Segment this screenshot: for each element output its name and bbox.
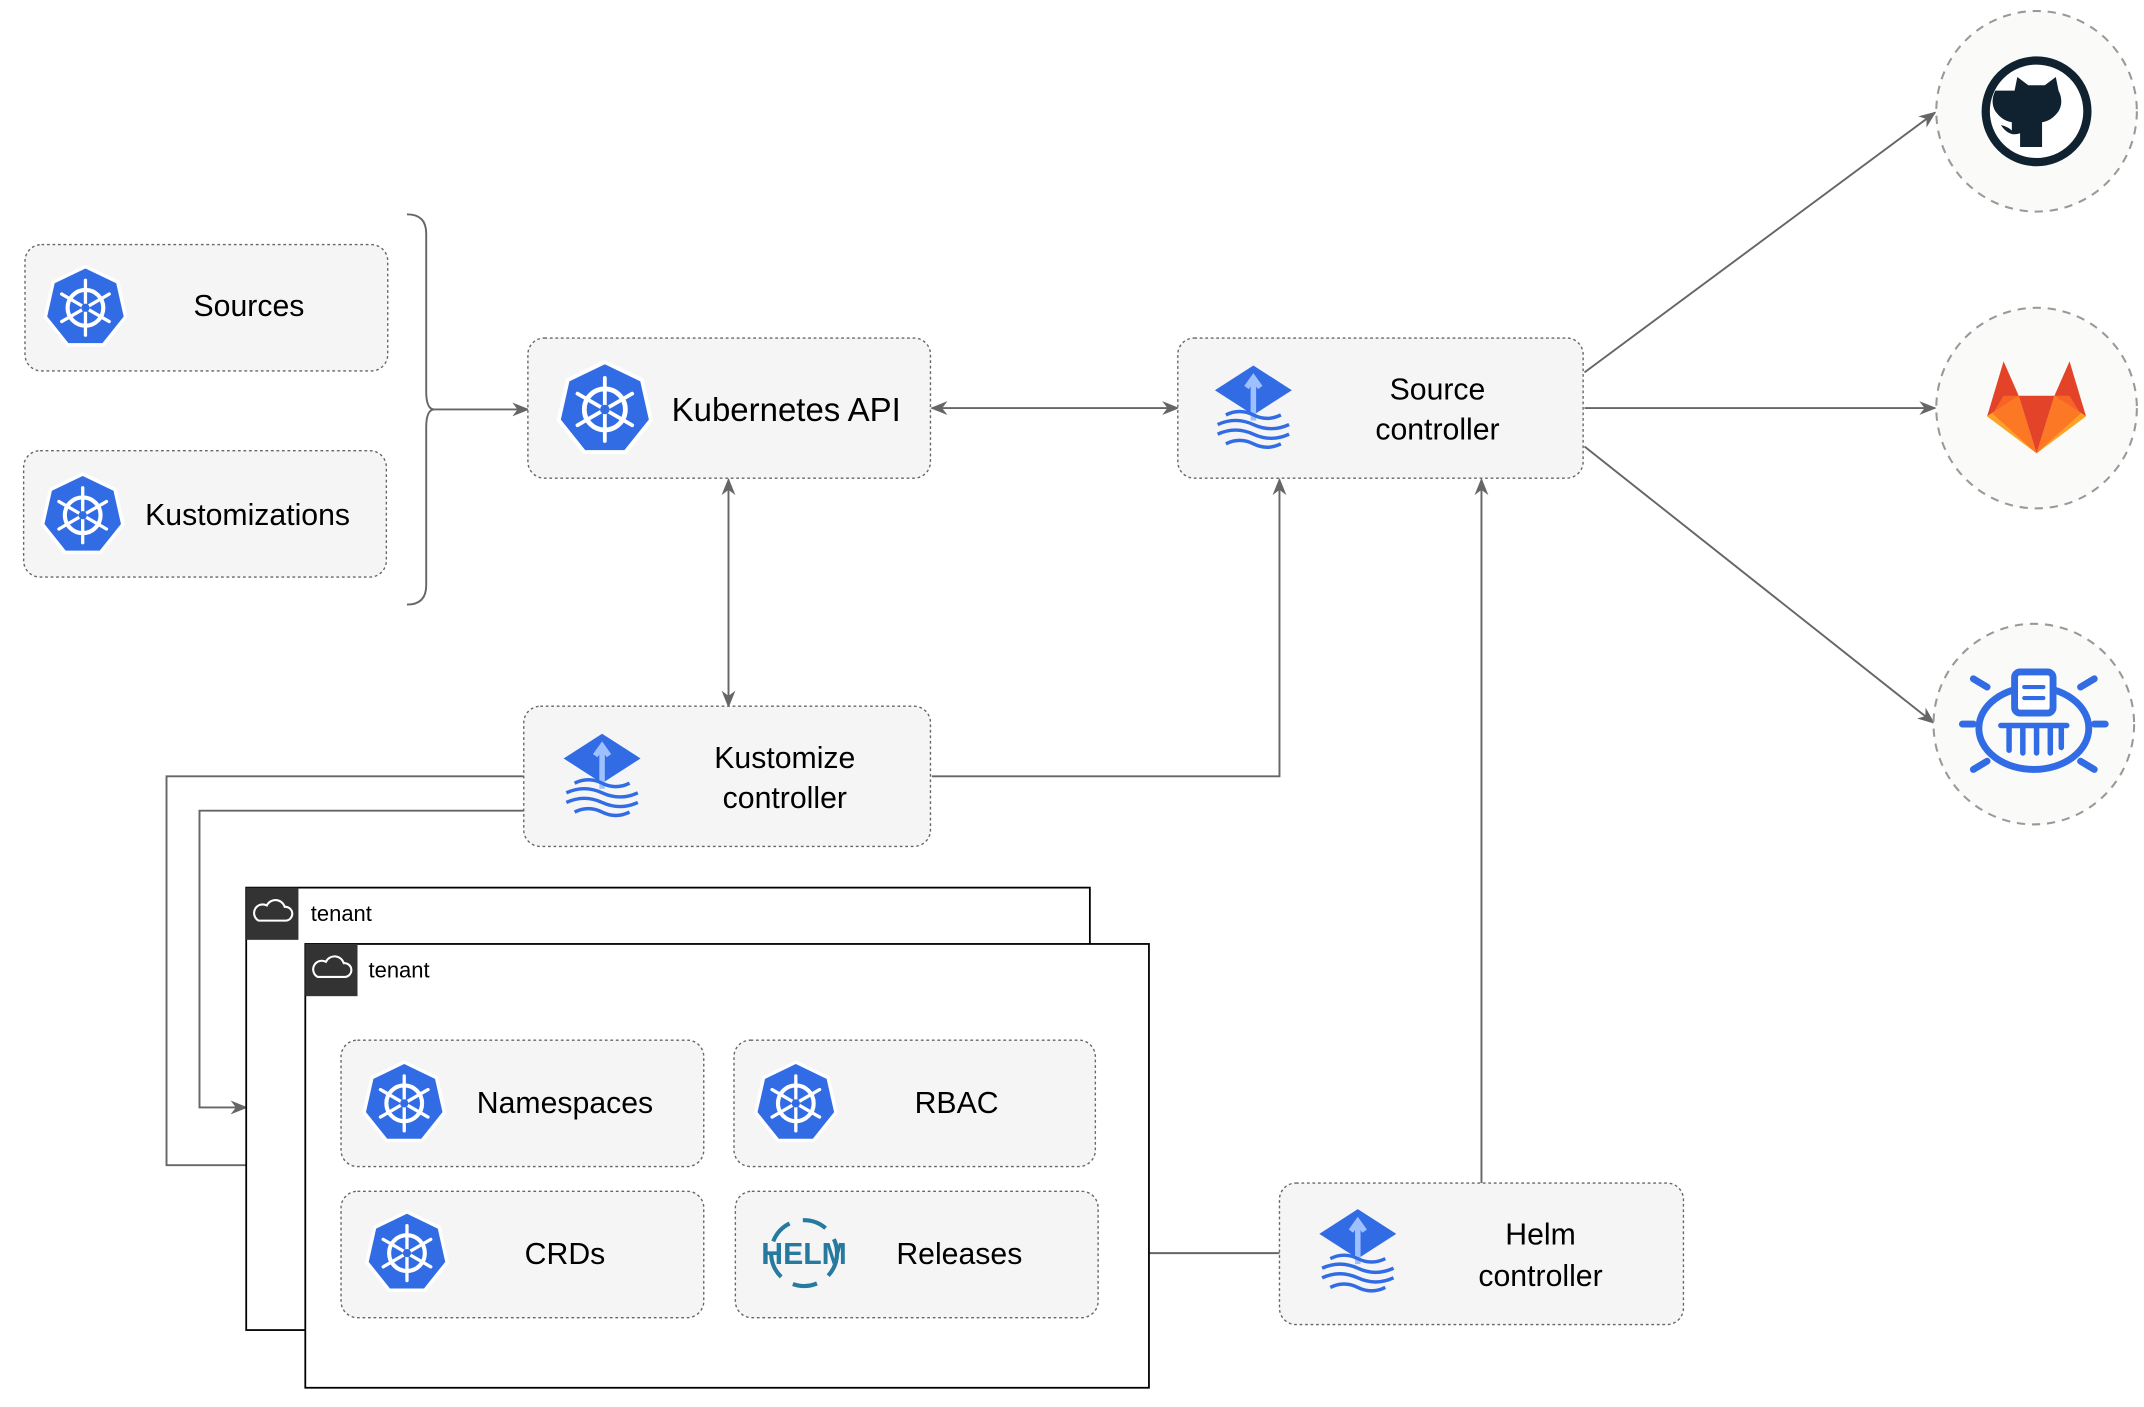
bracket [406,213,435,606]
helm-controller-label-2: controller [1478,1260,1602,1293]
kustomize-controller-label-2: controller [723,782,847,815]
sources-label: Sources [194,290,305,323]
helm-icon: HELM [761,1218,847,1289]
kustomize-controller-node[interactable]: Kustomize controller [523,705,932,848]
namespaces-label: Namespaces [477,1087,653,1120]
svg-text:HELM: HELM [761,1238,847,1271]
releases-label: Releases [896,1238,1022,1271]
releases-node[interactable]: HELM Releases [734,1190,1099,1319]
github-provider[interactable] [1935,9,2138,213]
edge-source-github [1583,111,1937,374]
rbac-node[interactable]: RBAC [733,1039,1097,1168]
cloud-icon [304,942,359,998]
kubernetes-icon [43,474,123,552]
source-controller-label-1: Source [1390,374,1486,407]
edge-kustomize-tenant-front [165,775,524,1173]
kubernetes-icon [45,267,125,345]
namespaces-node[interactable]: Namespaces [340,1039,705,1168]
kustomizations-label: Kustomizations [145,499,350,532]
rbac-label: RBAC [915,1087,999,1120]
helm-controller-label-1: Helm [1505,1219,1576,1252]
crds-node[interactable]: CRDs [340,1190,705,1319]
edge-kustomize-tenant-back [198,809,524,1115]
helm-controller-node[interactable]: Helm controller [1278,1182,1685,1326]
sources-node[interactable]: Sources [24,243,389,372]
github-icon [1981,56,2092,167]
kubernetes-icon [756,1062,836,1140]
edge-kustomize-source [931,477,1287,778]
kubernetes-api-label: Kubernetes API [672,391,901,428]
kubernetes-icon [559,362,651,452]
cloud-icon [245,886,300,941]
gitlab-icon [1987,361,2087,454]
tenant-label: tenant [311,901,372,926]
kubernetes-icon [367,1212,447,1290]
source-controller-label-2: controller [1375,414,1499,447]
bucket-provider[interactable] [1932,622,2136,826]
kustomize-controller-label-1: Kustomize [714,742,855,775]
edge-source-bucket [1583,445,1935,724]
source-controller-node[interactable]: Source controller [1177,337,1584,479]
kubernetes-api-node[interactable]: Kubernetes API [527,337,932,479]
kubernetes-icon [364,1062,444,1140]
bucket-icon [1958,668,2109,773]
crds-label: CRDs [525,1238,606,1271]
kustomizations-node[interactable]: Kustomizations [22,449,388,578]
tenant-label: tenant [369,958,430,983]
gitlab-provider[interactable] [1935,306,2138,510]
